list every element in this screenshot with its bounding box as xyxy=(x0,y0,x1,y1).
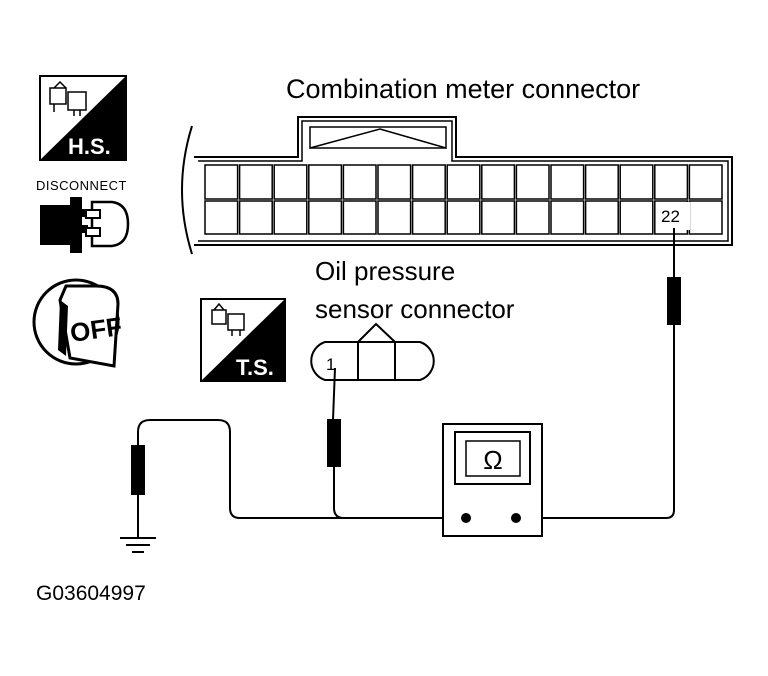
connector-pin-cavity xyxy=(273,200,308,235)
positive-terminal xyxy=(511,513,521,523)
test-leads xyxy=(131,228,681,538)
ignition-off-icon: OFF xyxy=(32,278,124,368)
connector-pin-cavity xyxy=(481,200,516,235)
connector-pin-cavity xyxy=(342,164,377,200)
connector-pin-cavity xyxy=(654,164,689,200)
disconnect-icon: DISCONNECT xyxy=(36,178,130,253)
connector-pin-cavity xyxy=(515,200,550,235)
ts-badge-icon: T.S. xyxy=(200,298,286,382)
connector-pin-cavity xyxy=(308,164,343,200)
combination-meter-connector-label: Combination meter connector xyxy=(286,74,640,104)
connector-pin-cavity xyxy=(238,200,273,235)
oil-pressure-sensor-connector xyxy=(310,322,435,381)
connector-pin-cavity xyxy=(238,164,273,200)
connector-pin-cavity xyxy=(584,200,619,235)
hs-badge-icon: H.S. xyxy=(39,75,127,161)
pin-1-label: 1 xyxy=(326,355,335,374)
connector-pin-cavity xyxy=(446,200,481,235)
connector-pin-cavity xyxy=(481,164,516,200)
connector-pin-cavity xyxy=(411,164,446,200)
negative-terminal xyxy=(461,513,471,523)
connector-pin-cavity xyxy=(377,164,412,200)
connector-pin-cavity xyxy=(446,164,481,200)
hs-label: H.S. xyxy=(68,134,111,159)
ts-label: T.S. xyxy=(236,355,274,380)
connector-pin-cavity xyxy=(688,164,723,200)
terminal-side-connector-icon xyxy=(211,302,245,336)
connector-pin-grid xyxy=(204,164,723,235)
connector-pin-cavity xyxy=(342,200,377,235)
combination-meter-connector: 22 xyxy=(160,116,733,260)
oil-pressure-label-line1: Oil pressure xyxy=(315,256,455,286)
ohm-symbol: Ω xyxy=(483,445,502,475)
connector-pin-cavity xyxy=(619,164,654,200)
connector-pin-cavity xyxy=(515,164,550,200)
connector-pin-cavity xyxy=(688,200,723,235)
connector-pin-cavity xyxy=(550,200,585,235)
off-label: OFF xyxy=(68,311,124,348)
harness-side-connector-icon xyxy=(49,80,87,116)
connector-pin-cavity xyxy=(204,200,239,235)
ohmmeter: Ω xyxy=(442,423,543,537)
disconnect-label: DISCONNECT xyxy=(36,178,127,193)
connector-pin-cavity xyxy=(204,164,239,200)
connector-pin-cavity xyxy=(411,200,446,235)
connector-pin-cavity xyxy=(308,200,343,235)
oil-pressure-label-line2: sensor connector xyxy=(315,294,515,324)
connector-pin-cavity xyxy=(619,200,654,235)
ground-symbol-icon xyxy=(120,537,156,553)
figure-code: G03604997 xyxy=(36,582,146,605)
pin-22-label: 22 xyxy=(661,207,680,226)
connector-pin-cavity xyxy=(584,164,619,200)
connector-pin-cavity xyxy=(377,200,412,235)
connector-pin-cavity xyxy=(550,164,585,200)
connector-pin-cavity xyxy=(273,164,308,200)
